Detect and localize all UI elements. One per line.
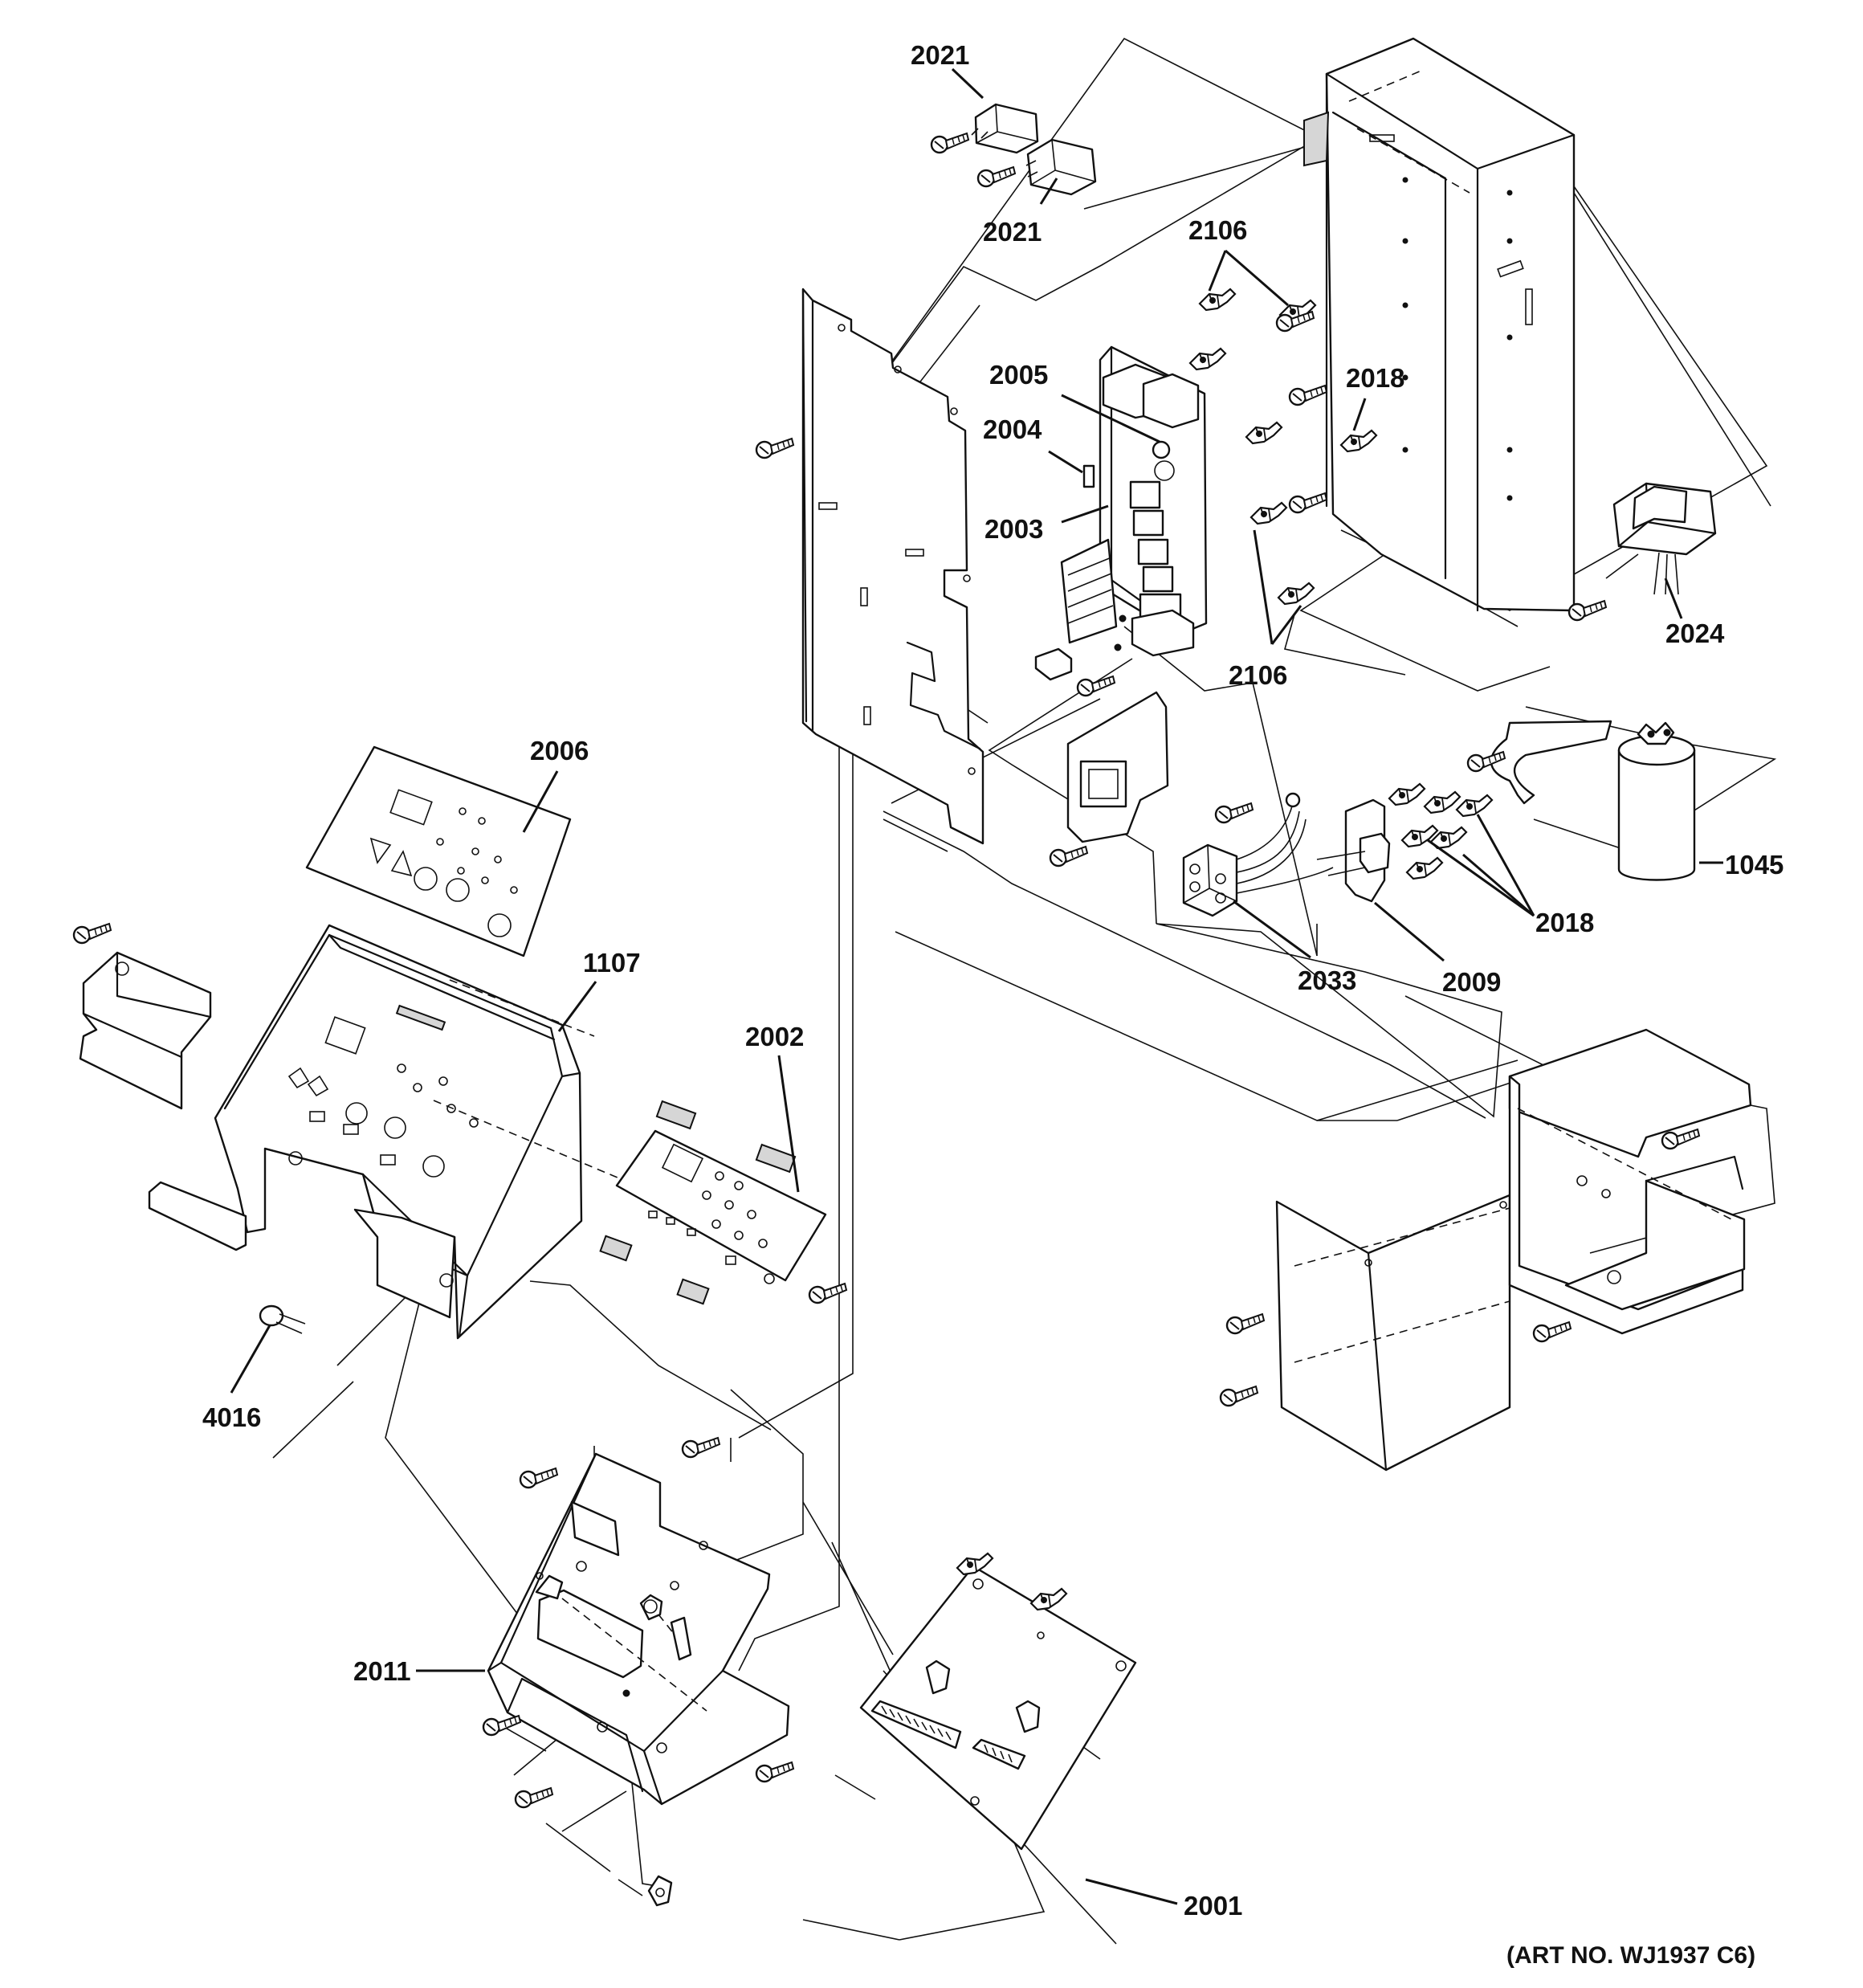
- control-box-enclosure: [1303, 37, 1576, 612]
- callout-2004: 2004: [983, 414, 1042, 444]
- callout-2005: 2005: [989, 360, 1048, 390]
- terminal-icon: [1249, 501, 1288, 525]
- screw-icon: [1076, 675, 1116, 697]
- screw-icon: [976, 165, 1017, 188]
- main-control-board-2003: [1060, 345, 1208, 657]
- callout-2003: 2003: [984, 514, 1043, 544]
- fuse-2004: [1082, 464, 1095, 488]
- screw-icon: [1219, 1385, 1259, 1407]
- callout-2024: 2024: [1665, 618, 1725, 648]
- terminal-icon: [1029, 1587, 1068, 1611]
- terminal-icon: [1388, 782, 1426, 806]
- capacitor-strap: [1490, 720, 1612, 805]
- screw-icon: [519, 1467, 559, 1489]
- terminal-icon: [1405, 856, 1444, 880]
- callout-2006: 2006: [530, 736, 589, 765]
- callout-1107: 1107: [583, 948, 641, 978]
- screw-icon: [72, 922, 112, 945]
- relay-socket-2005: [1152, 440, 1171, 459]
- assembly-outline-lines: [272, 37, 1777, 1945]
- art-number: (ART NO. WJ1937 C6): [1506, 1942, 1755, 1969]
- terminal-icon: [1423, 790, 1461, 814]
- screw-icon: [681, 1436, 721, 1459]
- callout-2033: 2033: [1298, 965, 1356, 995]
- screw-icon: [808, 1282, 848, 1304]
- callout-1045: 1045: [1725, 850, 1784, 880]
- display-board-2002: [615, 1129, 827, 1284]
- callout-4016: 4016: [202, 1402, 261, 1432]
- callout-labels: 2021 2021 2106 2005 2018 2004 2003 2024 …: [202, 40, 1784, 1969]
- screw-icon: [1049, 845, 1089, 867]
- transformer-2024: [1605, 482, 1717, 595]
- screw-icon: [1288, 492, 1328, 514]
- callout-2009: 2009: [1442, 967, 1501, 997]
- screw-icon: [755, 437, 795, 459]
- screw-icon: [930, 132, 970, 154]
- button-pad: [655, 1100, 697, 1130]
- button-pad: [755, 1143, 797, 1174]
- terminal-icon: [1198, 288, 1237, 312]
- grommet-4016: [259, 1304, 306, 1334]
- screw-icon: [1567, 599, 1608, 622]
- leader-lines: [230, 67, 1723, 1905]
- screw-icon: [482, 1714, 522, 1737]
- plug-bracket: [1066, 691, 1169, 843]
- main-board-2001: [859, 1565, 1137, 1851]
- junction-box-base: [1508, 1028, 1752, 1335]
- terminal-icon: [1455, 794, 1494, 818]
- screw-icon: [755, 1761, 795, 1783]
- terminal-icon: [1277, 582, 1315, 606]
- trim-strip: [148, 1181, 247, 1251]
- left-mounting-bracket: [79, 951, 212, 1110]
- callout-2106-upper: 2106: [1188, 215, 1247, 245]
- capacitor-1045: [1617, 721, 1696, 881]
- connector-2033: [1182, 792, 1334, 917]
- screw-icon: [1532, 1321, 1572, 1343]
- terminal-icon: [956, 1552, 994, 1576]
- callout-2021-upper: 2021: [911, 40, 969, 70]
- relay-2021-upper: [971, 103, 1039, 154]
- callout-2011: 2011: [353, 1656, 411, 1686]
- control-panel-housing-1107: [214, 924, 683, 1340]
- callout-2018-lower: 2018: [1535, 908, 1594, 937]
- screw-icon: [514, 1786, 554, 1809]
- terminal-icon: [1188, 347, 1227, 371]
- control-panel-overlay-2006: [305, 745, 572, 957]
- screw-icon: [1225, 1312, 1266, 1335]
- button-pad: [599, 1235, 633, 1262]
- screw-icon: [1288, 384, 1328, 406]
- wire-clip: [647, 1875, 673, 1907]
- callout-2021-lower: 2021: [983, 217, 1042, 247]
- screw-icon: [1661, 1128, 1701, 1150]
- button-pad: [676, 1278, 710, 1305]
- screw-icon: [1214, 802, 1254, 824]
- callout-2018-upper: 2018: [1346, 363, 1404, 393]
- callout-2106-lower: 2106: [1229, 660, 1287, 690]
- junction-box-cover: [1275, 1194, 1511, 1472]
- side-panel-bracket: [801, 288, 984, 845]
- mounting-bracket-2011: [487, 1452, 790, 1806]
- relay-2021-lower: [1025, 138, 1097, 196]
- switch-bracket-2009: [1316, 798, 1391, 903]
- callout-2002: 2002: [745, 1022, 804, 1051]
- callout-2001: 2001: [1184, 1891, 1242, 1921]
- thermistor-connector: [1034, 647, 1073, 681]
- terminal-icon: [1245, 421, 1283, 445]
